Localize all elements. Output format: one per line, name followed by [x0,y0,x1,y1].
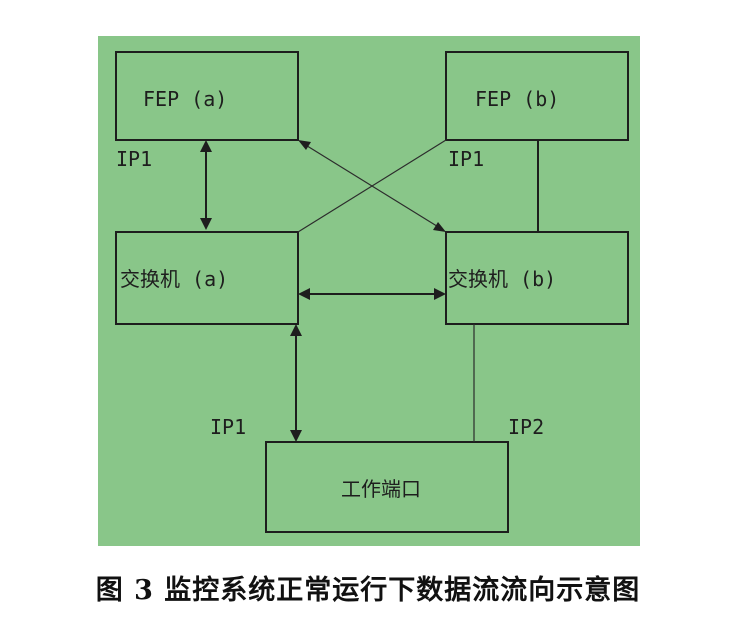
figure-caption: 图 3 监控系统正常运行下数据流流向示意图 [95,575,641,606]
workstation-ip1-label: IP1 [210,415,246,439]
workstation-ip2-label: IP2 [508,415,544,439]
fep-a-switch-a-link [200,140,212,230]
fep-b-node: FEP (b) [445,51,629,141]
switch-a-switch-b-link [298,288,446,300]
fep-a-label: FEP (a) [143,87,227,111]
fep-b-ip1-label: IP1 [448,147,484,171]
workstation-label: 工作端口 [341,477,421,501]
workstation-node: 工作端口 [265,441,509,533]
switch-b-node: 交换机 (b) [445,231,629,325]
switch-b-label: 交换机 (b) [448,267,556,291]
fep-a-node: FEP (a) [115,51,299,141]
network-diagram: FEP (a) FEP (b) 交换机 (a) 交换机 (b) 工作端口 IP1… [115,51,629,533]
fep-b-switch-a-link [297,139,447,233]
fep-a-box [115,51,299,141]
workstation-box [265,441,509,533]
fep-b-label: FEP (b) [475,87,559,111]
switch-a-workstation-link [290,324,302,442]
switch-a-box [115,231,299,325]
switch-a-node: 交换机 (a) [115,231,299,325]
fep-a-ip1-label: IP1 [116,147,152,171]
switch-a-label: 交换机 (a) [120,267,228,291]
diagram-panel: FEP (a) FEP (b) 交换机 (a) 交换机 (b) 工作端口 IP1… [98,36,640,546]
